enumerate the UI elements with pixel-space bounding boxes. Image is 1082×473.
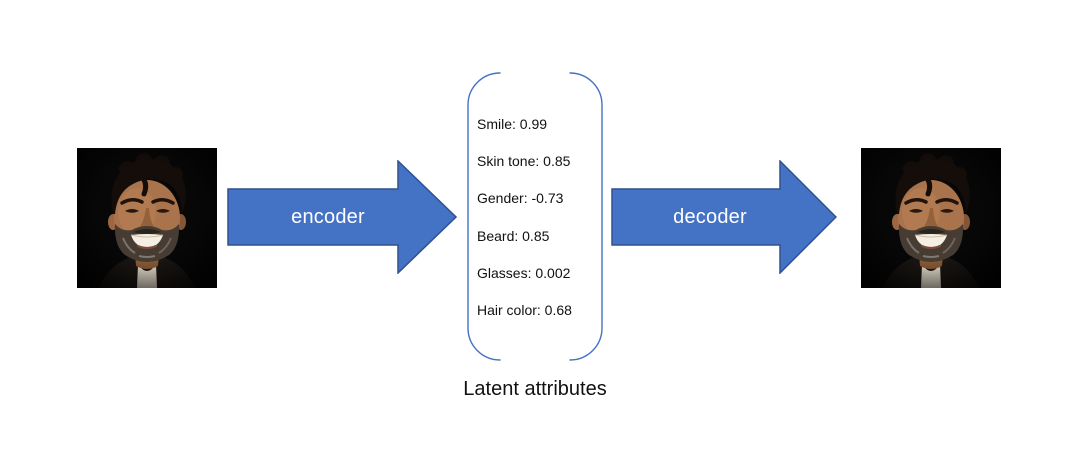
encoder-label: encoder	[291, 205, 365, 228]
decoder-arrow: decoder	[611, 160, 837, 274]
latent-attribute-glasses: Glasses: 0.002	[477, 264, 571, 281]
face-photo	[861, 148, 1001, 288]
encoder-arrow: encoder	[227, 160, 457, 274]
input-face-image	[77, 148, 217, 288]
latent-attribute-smile: Smile: 0.99	[477, 115, 548, 132]
latent-attribute-skin-tone: Skin tone: 0.85	[477, 152, 571, 169]
latent-attribute-beard: Beard: 0.85	[477, 227, 550, 244]
right-block-arrow-icon	[227, 160, 457, 274]
latent-attributes-list: Smile: 0.99 Skin tone: 0.85 Gender: -0.7…	[477, 105, 572, 329]
face-photo	[77, 148, 217, 288]
output-face-image	[861, 148, 1001, 288]
latent-attribute-hair-color: Hair color: 0.68	[477, 302, 572, 319]
decoder-label: decoder	[673, 205, 747, 228]
right-bracket-icon	[569, 72, 603, 361]
left-bracket-icon	[467, 72, 501, 361]
latent-bracket	[467, 72, 603, 361]
latent-attribute-gender: Gender: -0.73	[477, 190, 564, 207]
right-block-arrow-icon	[611, 160, 837, 274]
latent-caption: Latent attributes	[463, 378, 607, 400]
